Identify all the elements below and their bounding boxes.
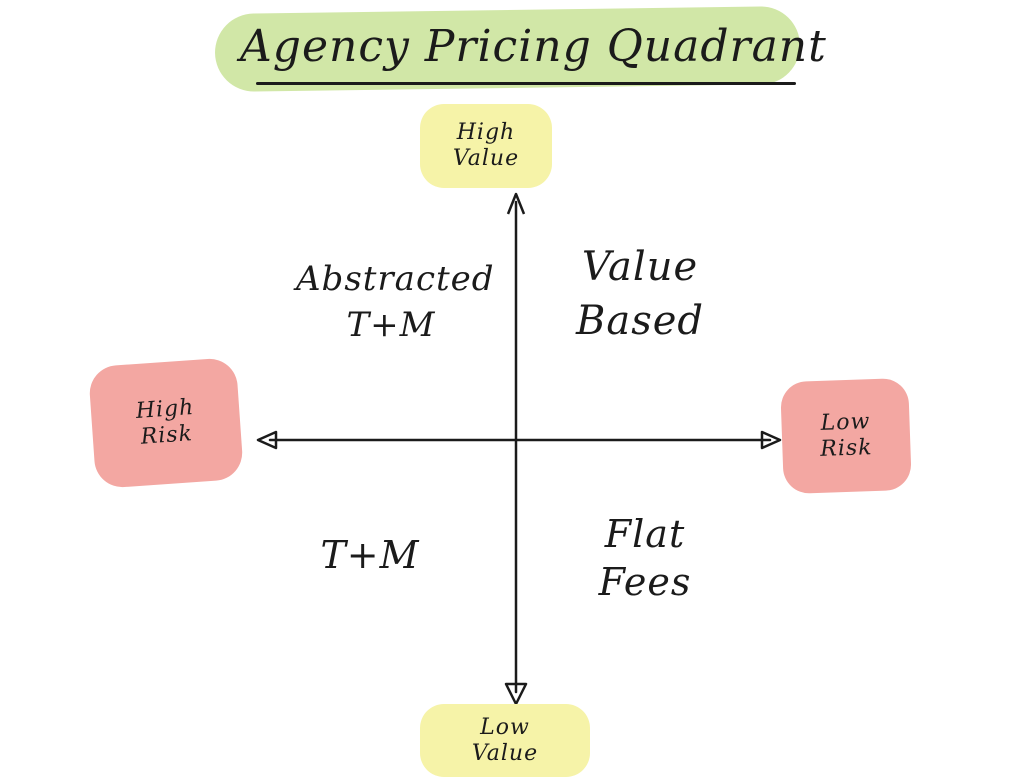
pole-high-risk: High Risk [87, 356, 245, 490]
quadrant-label-line: Abstracted [296, 259, 495, 299]
quadrant-label-line: Flat [604, 512, 686, 556]
arrow-down-icon [504, 682, 528, 706]
arrow-right-icon [760, 430, 782, 450]
pole-label-line: Low [480, 714, 530, 740]
arrow-up-icon [506, 192, 526, 215]
quadrant-top-right: Value Based [540, 240, 740, 348]
quadrant-bottom-right: Flat Fees [560, 510, 730, 606]
quadrant-label-line: Fees [598, 560, 692, 604]
pole-label-line: Value [452, 146, 520, 171]
quadrant-label-line: T+M [346, 305, 436, 345]
quadrant-top-left: Abstracted T+M [296, 256, 495, 348]
pole-low-risk: Low Risk [780, 377, 912, 495]
quadrant-label-line: Based [575, 298, 705, 344]
arrow-left-icon [256, 430, 278, 450]
pole-label-line: Value [471, 740, 539, 766]
quadrant-bottom-left: T+M [300, 532, 440, 578]
pole-low-value: Low Value [420, 704, 590, 777]
quadrant-label-line: Value [581, 244, 699, 290]
pole-label-line: Risk [139, 421, 194, 450]
pole-label-line: High [456, 120, 516, 145]
pole-label-line: Risk [819, 435, 873, 462]
quadrant-label-line: T+M [320, 533, 420, 577]
title-underline [256, 82, 796, 85]
diagram-title: Agency Pricing Quadrant [240, 21, 827, 72]
pole-label-line: Low [820, 409, 871, 436]
pole-high-value: High Value [420, 104, 552, 188]
